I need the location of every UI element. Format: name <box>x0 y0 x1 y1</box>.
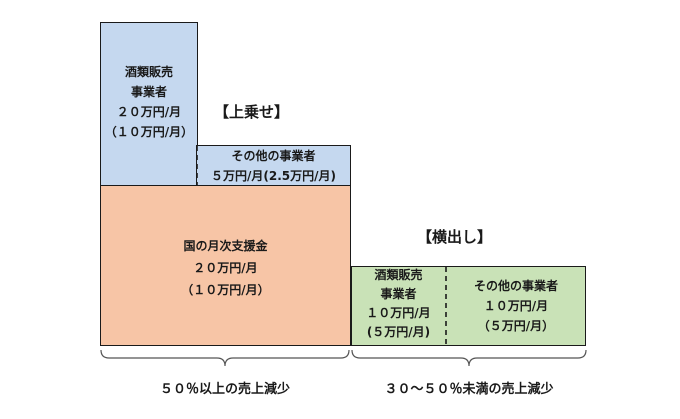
other-sideout-line1: その他の事業者 <box>473 279 558 293</box>
national-support-line1: 国の月次支援金 <box>183 239 268 253</box>
liquor-topup-text: 酒類販売 事業者 ２０万円/月 （１０万円/月） <box>100 62 198 142</box>
liquor-topup-line4: （１０万円/月） <box>104 125 194 139</box>
sideout-block <box>351 266 586 346</box>
other-sideout-text: その他の事業者 １０万円/月 （５万円/月） <box>446 276 586 336</box>
sideout-label: 【横出し】 <box>417 228 493 246</box>
liquor-topup-line1: 酒類販売 <box>124 65 173 79</box>
left-caption: ５０％以上の売上減少 <box>159 382 290 397</box>
left-brace <box>100 349 350 367</box>
right-caption: ３０～５０％未満の売上減少 <box>384 382 554 397</box>
liquor-sideout-line3: １０万円/月 <box>366 306 431 320</box>
other-sideout-line3: （５万円/月） <box>477 319 555 333</box>
other-sideout-line2: １０万円/月 <box>483 299 549 313</box>
liquor-topup-line3: ２０万円/月 <box>116 105 182 119</box>
other-topup-line1: その他の事業者 <box>231 149 316 163</box>
other-topup-block <box>196 145 351 187</box>
national-support-text: 国の月次支援金 ２０万円/月 （１０万円/月） <box>100 235 351 301</box>
liquor-sideout-text: 酒類販売 事業者 １０万円/月 (５万円/月) <box>351 266 446 342</box>
topup-label: 【上乗せ】 <box>214 103 290 121</box>
national-support-line2: ２０万円/月 <box>193 261 258 275</box>
other-topup-line2: ５万円/月(2.5万円/月) <box>211 169 336 183</box>
other-topup-text: その他の事業者 ５万円/月(2.5万円/月) <box>196 146 351 186</box>
national-support-line3: （１０万円/月） <box>181 283 270 297</box>
right-brace <box>351 349 587 367</box>
liquor-sideout-line4: (５万円/月) <box>366 325 431 339</box>
national-support-block <box>100 185 351 346</box>
liquor-sideout-line1: 酒類販売 <box>374 268 423 282</box>
liquor-topup-block <box>100 22 198 187</box>
liquor-topup-line2: 事業者 <box>130 85 167 99</box>
liquor-sideout-line2: 事業者 <box>380 287 417 301</box>
